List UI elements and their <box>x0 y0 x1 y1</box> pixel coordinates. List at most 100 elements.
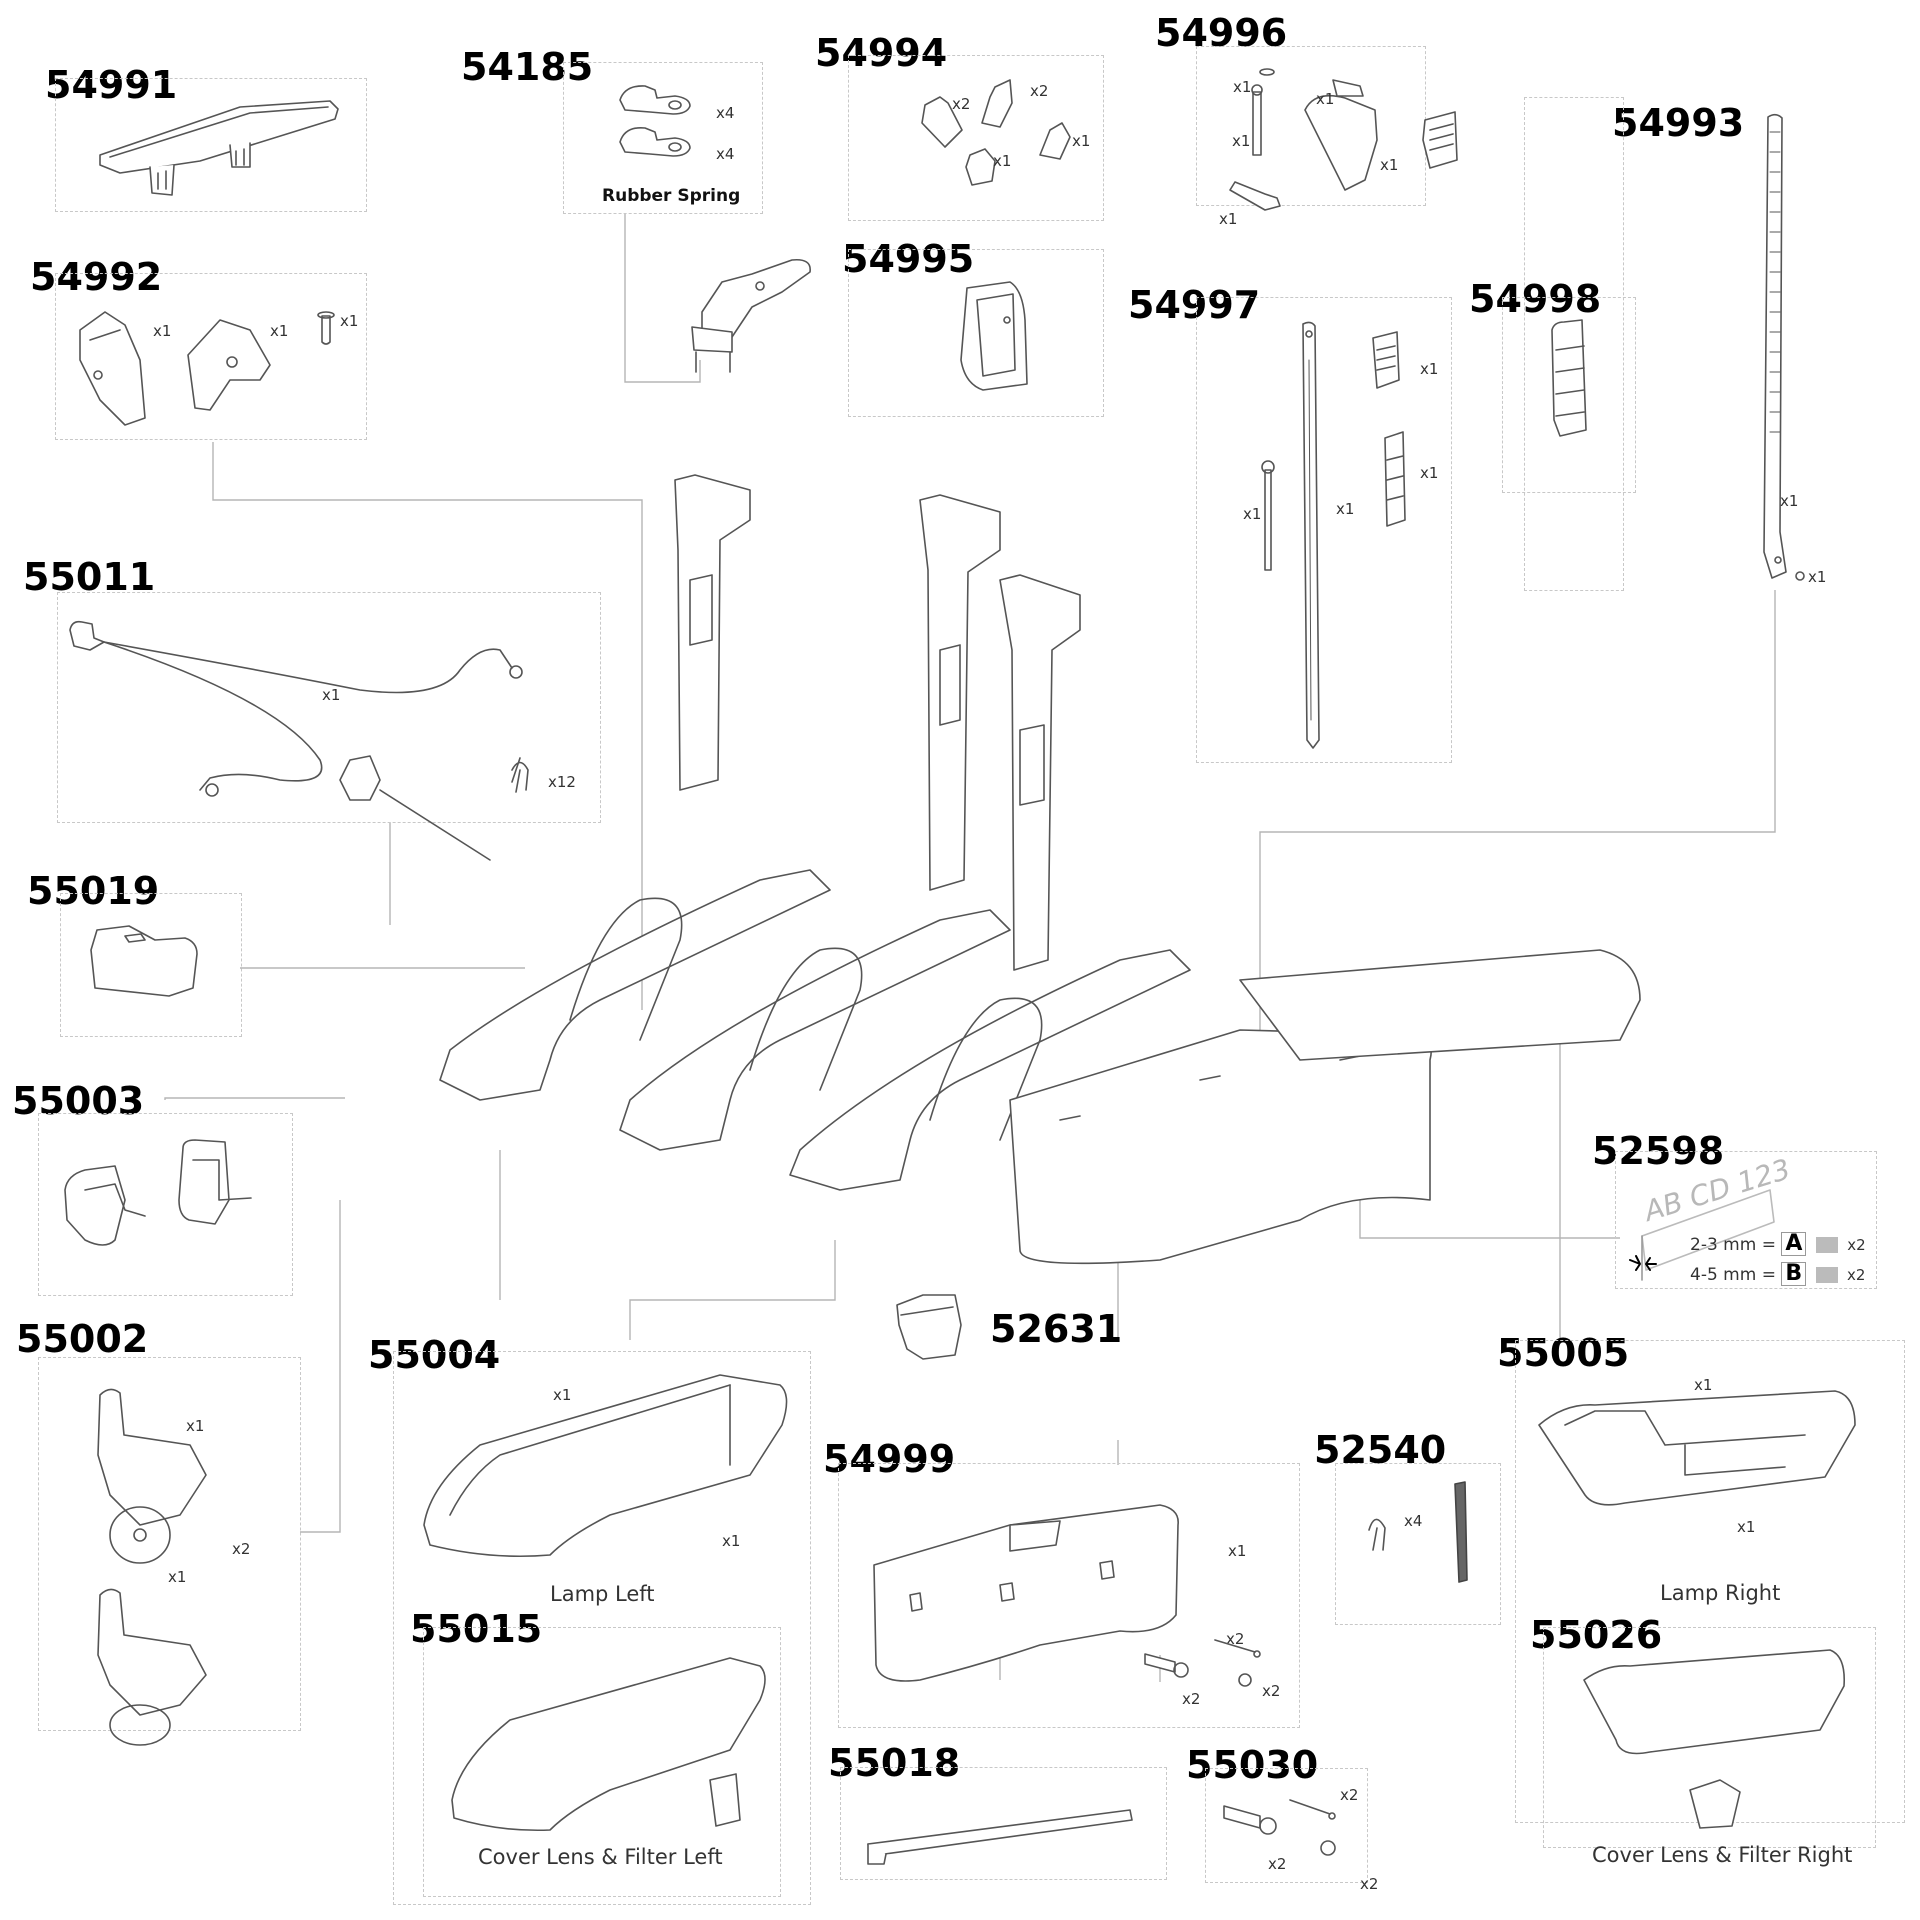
leader-55004 <box>629 1240 836 1340</box>
qty-52540-clip: x4 <box>1404 1512 1423 1530</box>
qty-54994-a: x2 <box>952 95 971 113</box>
part-number-55026[interactable]: 55026 <box>1530 1613 1663 1657</box>
bike-carrier-assembly[interactable] <box>339 460 1660 1280</box>
qty-54996-head: x1 <box>1316 90 1335 108</box>
qty-55005-screw: x1 <box>1737 1518 1756 1536</box>
qty-55005-lamp: x1 <box>1694 1376 1713 1394</box>
part-number-55030[interactable]: 55030 <box>1186 1743 1319 1787</box>
qty-54992-a: x1 <box>153 322 172 340</box>
arm-lock-set-icon <box>1229 68 1458 211</box>
qty-54997-pad: x1 <box>1420 360 1439 378</box>
part-number-54999[interactable]: 54999 <box>823 1437 956 1481</box>
qty-54994-c: x1 <box>993 152 1012 170</box>
part-number-54994[interactable]: 54994 <box>815 31 948 75</box>
plate-thickness-row-a: 2-3 mm = A x2 <box>1690 1232 1866 1256</box>
qty-54996-key: x1 <box>1219 210 1238 228</box>
qty-55030-bolt: x2 <box>1340 1786 1359 1804</box>
qty-54996-pin: x1 <box>1232 132 1251 150</box>
bolt-set-54999-icon <box>1144 1639 1261 1687</box>
part-box-54185 <box>563 62 763 214</box>
part-number-54995[interactable]: 54995 <box>842 237 975 281</box>
license-plate-holder-icon <box>873 1504 1179 1682</box>
part-box-55004 <box>393 1351 811 1905</box>
qty-54999-nut: x2 <box>1262 1682 1281 1700</box>
clip-set-icon <box>921 79 1071 186</box>
part-box-54993 <box>1524 97 1624 591</box>
part-number-54993[interactable]: 54993 <box>1612 101 1745 145</box>
part-number-54997[interactable]: 54997 <box>1128 283 1261 327</box>
qty-55002-a: x1 <box>186 1417 205 1435</box>
part-box-55018 <box>840 1767 1167 1880</box>
carrier-rail-icon <box>99 100 339 196</box>
part-number-52631[interactable]: 52631 <box>990 1307 1123 1351</box>
qty-54997-pin: x1 <box>1243 505 1262 523</box>
part-box-55019 <box>60 893 242 1037</box>
grip-pad-icon <box>1551 319 1587 437</box>
qty-54185-b: x4 <box>716 145 735 163</box>
part-number-55011[interactable]: 55011 <box>23 555 156 599</box>
qty-55011-clip: x12 <box>548 773 576 791</box>
part-number-55015[interactable]: 55015 <box>410 1607 543 1651</box>
lamp-left-icon <box>423 1374 788 1558</box>
caption-54185: Rubber Spring <box>602 186 741 206</box>
part-box-55026 <box>1543 1627 1876 1848</box>
part-box-54999 <box>838 1463 1300 1728</box>
cable-clip-set-icon <box>1368 1481 1468 1583</box>
part-box-52598 <box>1615 1151 1877 1289</box>
leader-54993 <box>1259 590 1776 1030</box>
rubber-spring-icon <box>619 85 691 157</box>
adapter-b-icon <box>1815 1267 1838 1283</box>
plate-thickness-row-b: 4-5 mm = B x2 <box>1690 1262 1865 1286</box>
wheel-tray-2 <box>619 909 1011 1151</box>
cover-lens-right-icon <box>1583 1649 1846 1829</box>
end-cap-icon <box>960 281 1028 391</box>
qty-54997-strap: x1 <box>1336 500 1355 518</box>
part-number-54992[interactable]: 54992 <box>30 255 163 299</box>
wheel-tray-1 <box>439 869 831 1101</box>
wheel-tray-3 <box>789 949 1191 1191</box>
qty-adapter-b: x2 <box>1846 1266 1866 1284</box>
wheel-roller-set-icon <box>97 1388 207 1746</box>
leader-54185 <box>624 213 701 383</box>
qty-54999-sleeve: x2 <box>1182 1690 1201 1708</box>
part-number-55002[interactable]: 55002 <box>16 1317 149 1361</box>
adapter-letter-b: B <box>1781 1262 1807 1286</box>
part-number-54185[interactable]: 54185 <box>461 45 594 89</box>
qty-54996-pad: x1 <box>1380 156 1399 174</box>
caption-55015: Cover Lens & Filter Left <box>478 1845 723 1869</box>
foot-cap-icon <box>90 925 198 997</box>
qty-55004-lamp: x1 <box>553 1386 572 1404</box>
part-number-55018[interactable]: 55018 <box>828 1741 961 1785</box>
part-number-54998[interactable]: 54998 <box>1469 277 1602 321</box>
qty-54999-plate: x1 <box>1228 1542 1247 1560</box>
part-box-55003 <box>38 1113 293 1296</box>
part-number-54991[interactable]: 54991 <box>45 63 178 107</box>
part-box-54998 <box>1502 297 1636 493</box>
part-box-55011 <box>57 592 601 823</box>
part-box-54991 <box>55 78 367 212</box>
qty-55030-nut: x2 <box>1360 1875 1379 1893</box>
qty-54993-strap: x1 <box>1780 492 1799 510</box>
rail-profile-icon <box>867 1809 1133 1865</box>
thickness-range-b: 4-5 mm = <box>1690 1265 1776 1285</box>
adapter-letter-a: A <box>1781 1232 1807 1256</box>
ratchet-strap-icon <box>1763 113 1805 581</box>
part-number-54996[interactable]: 54996 <box>1155 11 1288 55</box>
strap-buckle-set-icon <box>79 311 335 426</box>
qty-55004-screw: x1 <box>722 1532 741 1550</box>
qty-54992-b: x1 <box>270 322 289 340</box>
qty-54185-a: x4 <box>716 104 735 122</box>
caption-55005: Lamp Right <box>1660 1581 1781 1605</box>
qty-54994-b: x2 <box>1030 82 1049 100</box>
qty-55002-screw: x2 <box>232 1540 251 1558</box>
caption-55026: Cover Lens & Filter Right <box>1592 1843 1853 1867</box>
cover-lens-left-icon <box>451 1657 766 1832</box>
plate-holder <box>1009 1029 1433 1265</box>
part-number-55019[interactable]: 55019 <box>27 869 160 913</box>
part-box-54992 <box>55 273 367 440</box>
adapter-a-icon <box>1815 1237 1838 1253</box>
part-number-52540[interactable]: 52540 <box>1314 1428 1447 1472</box>
part-number-55004[interactable]: 55004 <box>368 1333 501 1377</box>
part-box-52540 <box>1335 1463 1501 1625</box>
plug-holder-icon <box>896 1294 962 1360</box>
